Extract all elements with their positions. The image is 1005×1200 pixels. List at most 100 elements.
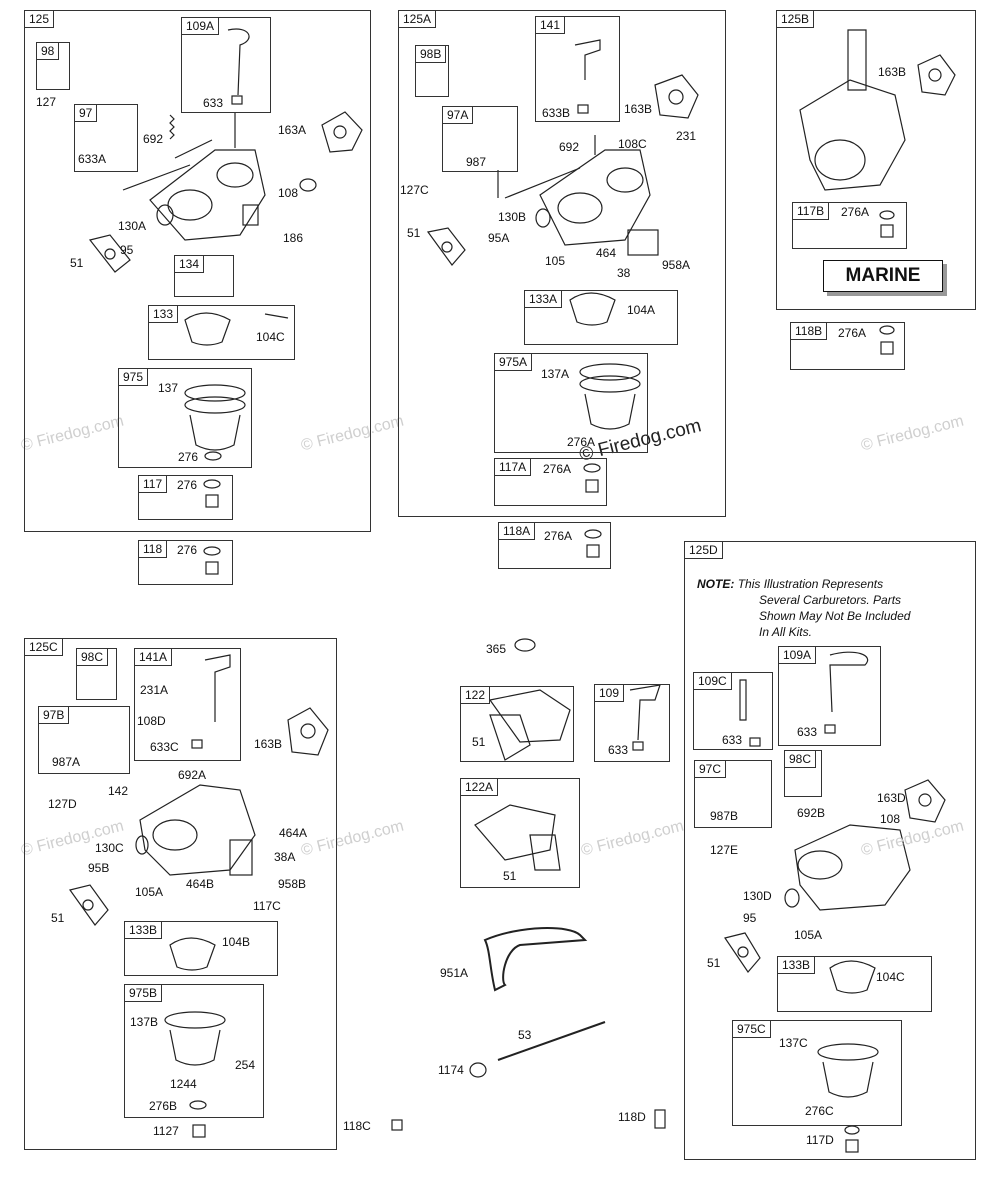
part-label: 108D — [137, 714, 166, 728]
kit-109c: 109C — [693, 672, 773, 750]
part-label: 276C — [805, 1104, 834, 1118]
part-label: 117D — [806, 1133, 834, 1147]
part-label: 51 — [503, 869, 517, 883]
part-label: 692B — [797, 806, 826, 820]
kit-109: 109 — [594, 684, 670, 762]
kit-label: 122 — [461, 687, 491, 704]
kit-label: 133B — [778, 957, 816, 974]
kit-98c-d: 98C — [784, 750, 822, 797]
kit-975c: 975C — [732, 1020, 902, 1126]
part-label: 51 — [70, 256, 84, 270]
kit-label: 141A — [135, 649, 173, 666]
part-label: 633B — [542, 106, 571, 120]
part-label: 105A — [794, 928, 823, 942]
kit-label: 117B — [793, 203, 830, 220]
part-label: 105A — [135, 885, 164, 899]
part-label: 1174 — [438, 1063, 464, 1077]
group-title: 125D — [685, 542, 723, 559]
part-label: 276 — [177, 543, 198, 557]
kit-label: 109A — [779, 647, 817, 664]
part-label: 130C — [95, 841, 124, 855]
group-125d: 125D — [684, 541, 976, 1160]
kit-109a-d: 109A — [778, 646, 881, 746]
part-label: 276A — [838, 326, 867, 340]
kit-label: 975C — [733, 1021, 771, 1038]
kit-109a: 109A — [181, 17, 271, 113]
part-label: 231A — [140, 683, 169, 697]
kit-133b-d: 133B — [777, 956, 932, 1012]
part-label: 95B — [88, 861, 110, 875]
part-label: 464 — [596, 246, 617, 260]
kit-141a: 141A — [134, 648, 241, 761]
kit-label: 118A — [499, 523, 536, 540]
part-label: 118C — [343, 1119, 371, 1133]
part-label: 1244 — [170, 1077, 197, 1091]
part-label: 130B — [498, 210, 527, 224]
part-label: 276A — [567, 435, 596, 449]
part-label: 38 — [617, 266, 631, 280]
kit-label: 122A — [461, 779, 499, 796]
kit-label: 117A — [495, 459, 532, 476]
part-label: 163B — [624, 102, 653, 116]
kit-133a: 133A — [524, 290, 678, 345]
note-line-3: Shown May Not Be Included — [759, 609, 911, 623]
part-label: 365 — [486, 642, 507, 656]
kit-122a: 122A — [460, 778, 580, 888]
note-line-4: In All Kits. — [759, 625, 812, 639]
kit-97: 97 — [74, 104, 138, 172]
part-label: 51 — [407, 226, 421, 240]
part-label: 137C — [779, 1036, 808, 1050]
part-label: 163B — [878, 65, 907, 79]
part-label: 958B — [278, 877, 307, 891]
kit-975b: 975B — [124, 984, 264, 1118]
kit-118: 118 — [138, 540, 233, 585]
kit-134: 134 — [174, 255, 234, 297]
group-title: 125 — [25, 11, 55, 28]
part-label: 254 — [235, 1058, 256, 1072]
kit-133b: 133B — [124, 921, 278, 976]
kit-label: 109A — [182, 18, 220, 35]
note-line-2: Several Carburetors. Parts — [759, 593, 902, 607]
kit-label: 118B — [791, 323, 828, 340]
carburetor-drawing — [149, 149, 266, 241]
part-label: 95 — [120, 243, 134, 257]
part-label: 130D — [743, 889, 772, 903]
group-125: 125 — [24, 10, 371, 532]
kit-117a: 117A — [494, 458, 607, 506]
kit-97b: 97B — [38, 706, 130, 774]
note-lead: NOTE: — [697, 577, 735, 591]
part-label: 127D — [48, 797, 77, 811]
part-label: 633 — [203, 96, 224, 110]
kit-label: 97A — [443, 107, 474, 124]
kit-label: 141 — [536, 17, 566, 34]
part-label: 276A — [543, 462, 572, 476]
part-label: 127C — [400, 183, 429, 197]
part-label: 692 — [559, 140, 580, 154]
part-label: 1127 — [153, 1124, 179, 1138]
part-label: 127E — [710, 843, 739, 857]
marine-label: MARINE — [823, 260, 943, 292]
kit-label: 97C — [695, 761, 727, 778]
kit-117: 117 — [138, 475, 233, 520]
kit-118a: 118A — [498, 522, 611, 569]
part-label: 51 — [51, 911, 65, 925]
note-line-1: This Illustration Represents — [737, 577, 884, 591]
part-label: 137 — [158, 381, 179, 395]
part-label: 130A — [118, 219, 147, 233]
kit-133: 133 — [148, 305, 295, 360]
part-label: 276B — [149, 1099, 178, 1113]
part-label: 186 — [283, 231, 304, 245]
kit-label: 133A — [525, 291, 563, 308]
group-125a: 125A — [398, 10, 726, 517]
group-125b: 125B — [776, 10, 976, 310]
part-label: 633A — [78, 152, 107, 166]
part-label: 163D — [877, 791, 906, 805]
kit-label: 133B — [125, 922, 163, 939]
kit-975: 975 — [118, 368, 252, 468]
part-label: 108 — [880, 812, 901, 826]
part-label: 951A — [440, 966, 469, 980]
part-label: 987 — [466, 155, 487, 169]
part-label: 692A — [178, 768, 207, 782]
part-label: 95A — [488, 231, 510, 245]
part-label: 118D — [618, 1110, 646, 1124]
